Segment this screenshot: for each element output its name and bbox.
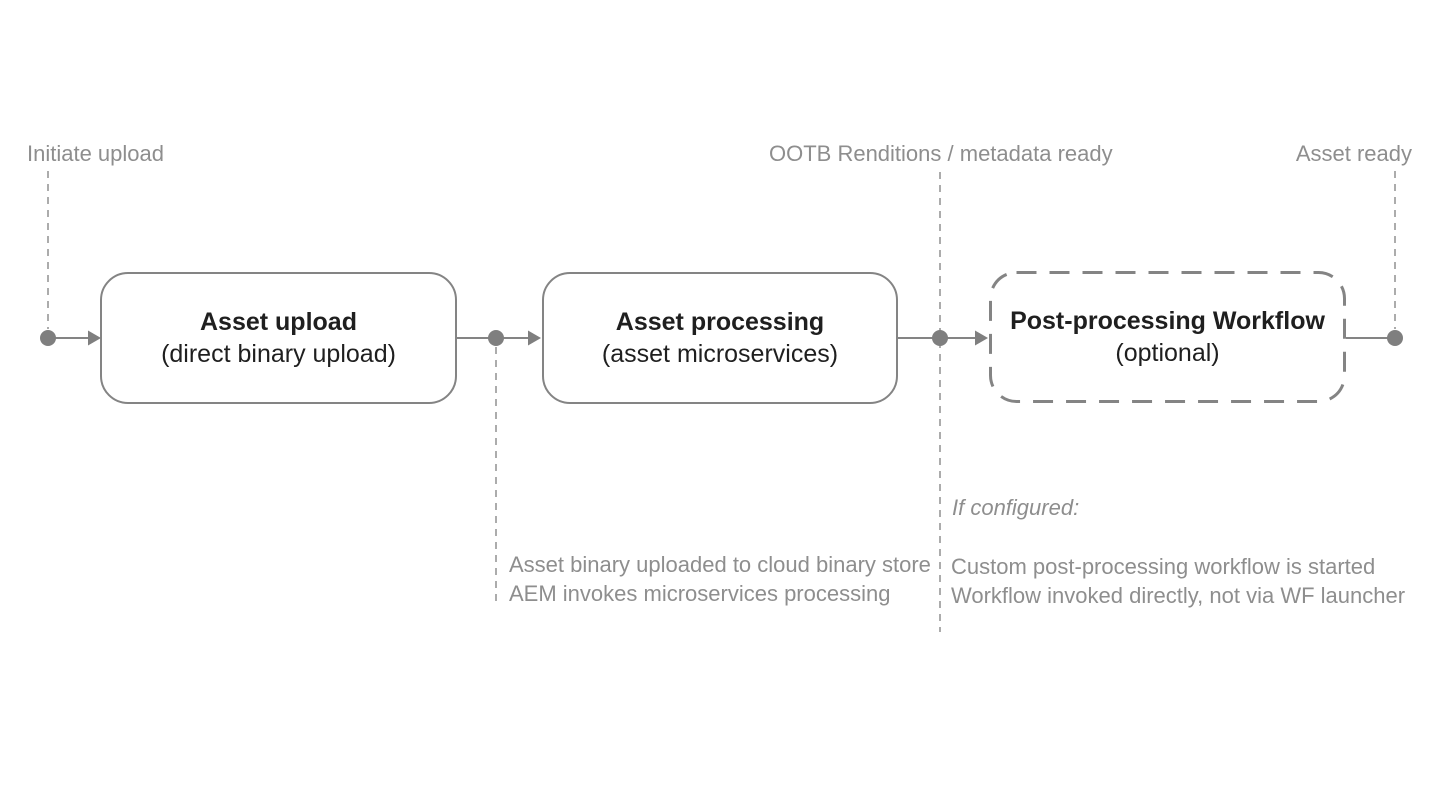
dot-upload-complete xyxy=(488,330,504,346)
node-post-processing-workflow: Post-processing Workflow (optional) xyxy=(989,271,1346,403)
annotation-post-processing-line2: Workflow invoked directly, not via WF la… xyxy=(951,583,1406,608)
node-asset-upload-title: Asset upload xyxy=(200,307,357,336)
milestone-label-asset-ready: Asset ready xyxy=(1295,141,1412,166)
node-post-processing-workflow-title: Post-processing Workflow xyxy=(1010,306,1325,335)
arrowhead-into-processing xyxy=(528,330,541,346)
node-asset-processing-subtitle: (asset microservices) xyxy=(601,339,839,368)
node-asset-processing-title: Asset processing xyxy=(615,307,825,336)
annotation-asset-processing: Asset binary uploaded to cloud binary st… xyxy=(509,550,931,608)
annotation-post-processing-line1: Custom post-processing workflow is start… xyxy=(951,554,1376,579)
milestone-label-ootb-renditions: OOTB Renditions / metadata ready xyxy=(769,141,1113,166)
dot-ootb-ready xyxy=(932,330,948,346)
annotation-post-processing: Custom post-processing workflow is start… xyxy=(951,552,1405,610)
annotation-asset-processing-line1: Asset binary uploaded to cloud binary st… xyxy=(509,552,931,577)
annotation-if-configured: If configured: xyxy=(952,495,1080,520)
dot-initiate-upload xyxy=(40,330,56,346)
node-post-processing-workflow-subtitle: (optional) xyxy=(1115,338,1220,367)
milestone-label-initiate-upload: Initiate upload xyxy=(27,141,164,166)
node-asset-processing: Asset processing (asset microservices) xyxy=(542,272,898,404)
annotation-asset-processing-line2: AEM invokes microservices processing xyxy=(509,581,891,606)
arrowhead-into-workflow xyxy=(975,330,988,346)
node-asset-upload-subtitle: (direct binary upload) xyxy=(161,339,396,368)
node-asset-upload: Asset upload (direct binary upload) xyxy=(100,272,457,404)
dot-asset-ready xyxy=(1387,330,1403,346)
